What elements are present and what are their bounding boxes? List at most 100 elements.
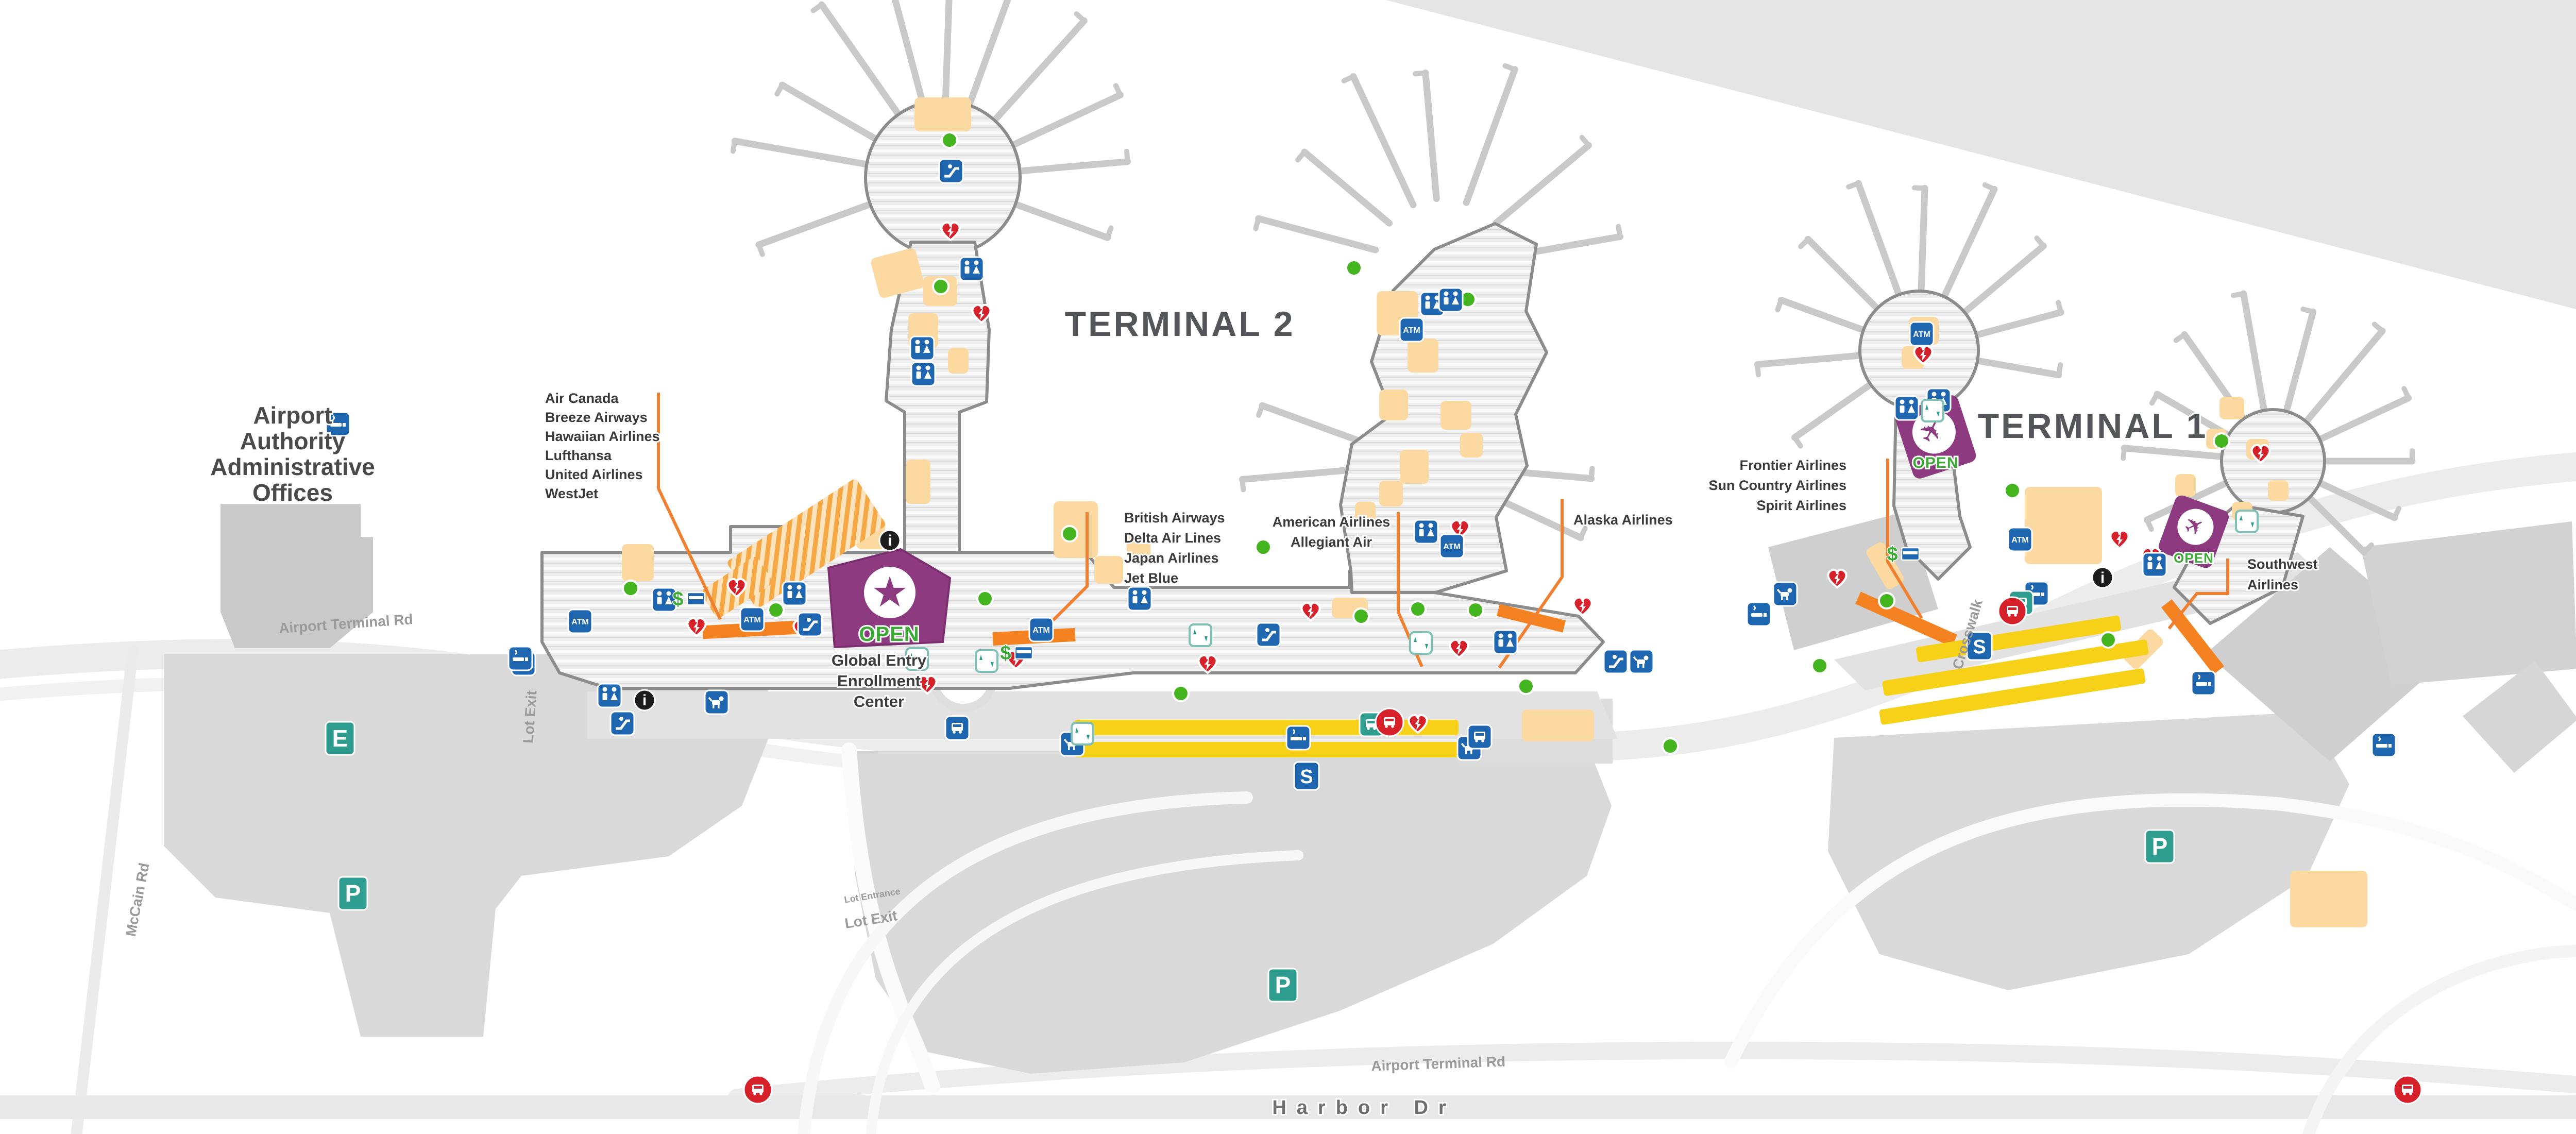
bus-wheel [959, 731, 962, 734]
atm-text: ATM [571, 618, 588, 627]
cigarette-body [330, 423, 342, 427]
figure-body [964, 266, 970, 274]
assistance-point-dot [1255, 538, 1272, 556]
aed-bolt [1457, 523, 1463, 535]
concession-area [2268, 480, 2289, 501]
jet-bridge-hook [2149, 392, 2160, 406]
aed-bolt [1415, 718, 1421, 730]
jet-bridge-hook [1579, 134, 1591, 148]
figure-head [916, 365, 921, 370]
jet-bridge [2240, 290, 2268, 419]
jet-bridge [2312, 477, 2398, 521]
terminal2-west-airlines-line: Lufthansa [545, 448, 612, 463]
arrow-up [1925, 404, 1928, 410]
terminal1-west-airlines-line: Spirit Airlines [1756, 498, 1846, 513]
jet-bridge [1967, 309, 2064, 340]
badge-bg [797, 612, 823, 637]
jet-bridge [1463, 66, 1518, 206]
escalator-person [1613, 655, 1617, 659]
elevator-badge-bg [975, 649, 998, 673]
dog-leg [1470, 750, 1472, 754]
badge-letter: S [1973, 636, 1986, 658]
restroom-icon [1894, 395, 1920, 421]
map-label: Harbor Dr [1272, 1097, 1456, 1119]
figure-head [964, 260, 970, 265]
jet-bridge [963, 0, 1011, 116]
uso-building: ★ [827, 548, 952, 649]
smoking-area-icon [325, 411, 351, 437]
bus-window [2008, 607, 2016, 610]
jet-bridge [2302, 490, 2368, 556]
dog-tail [1633, 656, 1638, 662]
aed-bolt [2258, 448, 2264, 460]
figure-body [916, 371, 921, 379]
map-label: Global Entry [832, 651, 927, 669]
dog-body [1637, 659, 1645, 664]
badge-bg [1267, 968, 1298, 1003]
dog-body [1781, 592, 1789, 597]
dog-leg [718, 704, 720, 708]
figure-body [1498, 639, 1503, 647]
concession-area [1094, 556, 1123, 584]
figure-head [666, 591, 671, 596]
bus-window [1385, 719, 1394, 721]
currency-exchange-icon: $ [999, 642, 1033, 665]
atm-text: ATM [1443, 543, 1460, 551]
smoking-area-icon [1285, 725, 1311, 751]
assistance-point-dot [1352, 607, 1370, 625]
jet-bridge-hook [2144, 517, 2154, 532]
concession-area [871, 248, 924, 298]
jet-bridge [778, 81, 886, 146]
alaska-airlines-leader [1498, 499, 1564, 669]
information-icon: i [633, 689, 656, 712]
assistance-point-dot [932, 278, 950, 295]
cigarette-tip [2208, 682, 2211, 686]
aed-bolt [734, 582, 740, 594]
open-sign-text: OPEN [2174, 550, 2214, 566]
smoke-curl [332, 415, 335, 421]
badge-letter: E [332, 725, 348, 752]
jet-bridge-hook [2401, 386, 2411, 401]
atm-icon: ATM [1439, 533, 1465, 559]
pet-relief-icon [704, 689, 730, 715]
badge-letter: S [1300, 766, 1313, 788]
jet-bridge [1938, 185, 1998, 306]
jet-bridge-hook [1113, 83, 1123, 98]
dog-leg [1465, 750, 1467, 754]
employee-lot [164, 654, 769, 1037]
smoke-curl [1753, 605, 1756, 611]
atm-icon: ATM [739, 606, 765, 632]
restroom-icon [651, 587, 677, 613]
cigarette-tip [525, 657, 528, 661]
escalator-person [948, 164, 952, 168]
elevator-badge-bg [1071, 722, 1094, 746]
restroom-icon [1438, 287, 1464, 313]
elevator-icon [1409, 631, 1433, 655]
parking-badge: P [1267, 968, 1298, 1003]
arrow-up [1193, 629, 1196, 634]
map-label: Offices [252, 479, 333, 506]
terminal2-west-airlines-line: Air Canada [545, 391, 619, 406]
figure-head [1453, 291, 1458, 296]
escalator-icon [797, 612, 823, 637]
badge-bg [609, 710, 635, 736]
badge-bg [1894, 395, 1920, 421]
restroom-icon [782, 581, 807, 606]
elevator-badge-bg [1409, 631, 1433, 655]
map-label: TERMINAL 1 [1978, 407, 2208, 446]
aed-bolt [1205, 658, 1211, 670]
figure-head [925, 365, 930, 370]
map-label: Lot Exit [520, 690, 539, 744]
mccain-rd [71, 645, 139, 1134]
card-stripe [689, 596, 703, 599]
assistance-point-dot [767, 601, 785, 619]
aed-icon [2250, 444, 2271, 464]
dollar-sign: $ [672, 588, 683, 610]
figure-head [1428, 523, 1433, 528]
bus-wheel [1391, 725, 1394, 728]
jet-bridge-hook [1578, 526, 1588, 540]
elevator-icon [1921, 399, 1944, 422]
jet-bridge-hook [810, 2, 824, 13]
aed-bolt [1013, 654, 1019, 666]
